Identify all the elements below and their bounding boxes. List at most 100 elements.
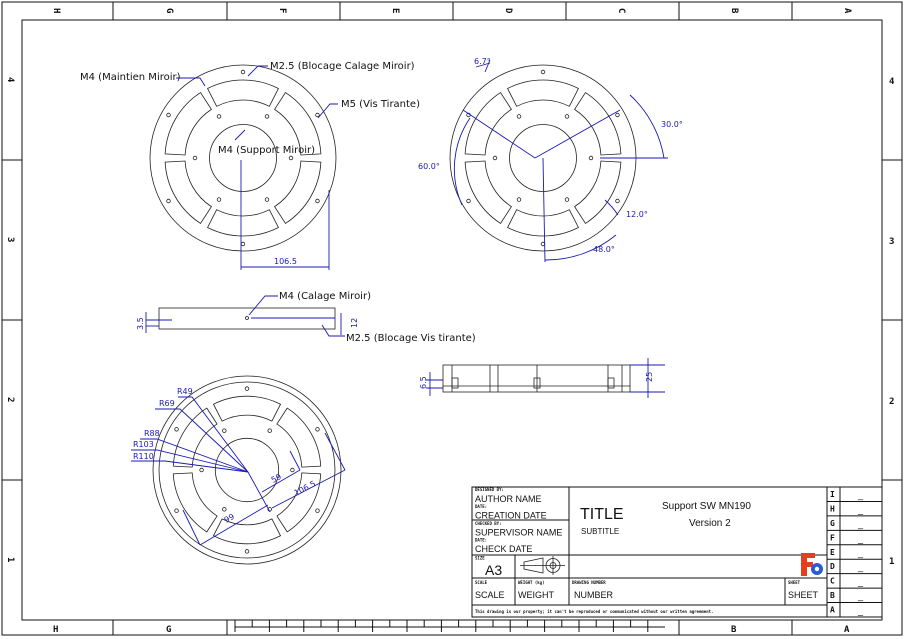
disclaimer: This drawing is our property; it can't b… [475,609,713,614]
radius-r88: R88 [144,429,160,438]
revision-value: _ [857,519,864,529]
slot [207,79,279,107]
radius-r110: R110 [133,452,154,461]
hole [315,508,320,513]
drawing-title: TITLE [580,506,624,523]
slot [212,395,282,422]
drawing-number: NUMBER [574,590,614,600]
top-right-annotations: 60.0° 30.0° 12.0° 48.0° 6.7° [418,57,683,263]
border-letter-top: E [390,8,400,13]
hole [264,114,270,119]
checked-by-label: CHECKED BY: [475,521,502,526]
hole [615,198,620,204]
slot [172,407,218,468]
slot [574,92,622,156]
hole [315,427,320,432]
date-label-2: DATE: [475,538,487,543]
creation-date: CREATION DATE [475,511,547,521]
revision-letter: B [830,591,835,600]
hole [290,467,295,473]
hole [199,467,204,473]
hole [240,69,246,75]
border-number-right: 1 [889,557,894,567]
hole [564,197,570,202]
size-value: A3 [485,562,502,578]
projection-symbol-icon [520,556,565,575]
revision-value: _ [857,490,864,500]
revision-value: _ [857,591,864,601]
hole [288,155,294,161]
dim-6-5: 6.5 [419,376,428,389]
angle-48: 48.0° [593,245,615,254]
supervisor-name: SUPERVISOR NAME [475,528,562,538]
border-letter-bottom: H [53,625,58,635]
revision-value: _ [857,606,864,616]
slot [507,209,579,237]
border-letter-top: F [277,8,287,13]
hole [588,155,594,161]
hole [516,114,522,119]
hole [222,428,227,433]
dim-99: 99 [223,512,236,525]
label-m2-5-blocage-vis: M2.5 (Blocage Vis tirante) [346,333,476,344]
slot [274,92,322,156]
title-block: DESIGNED BY: AUTHOR NAME DATE: CREATION … [471,486,883,618]
hole [216,114,222,119]
label-m5-vis-tirante: M5 (Vis Tirante) [341,99,420,110]
dim-25: 25 [645,372,654,382]
hole [174,427,179,432]
revision-value: _ [857,504,864,514]
scale-value: SCALE [475,590,505,600]
hole [267,428,272,433]
label-m4-support: M4 (Support Miroir) [218,145,315,156]
hole [244,549,250,554]
slot [276,472,322,533]
border-letter-top: D [503,8,513,14]
drawing-number-label: DRAWING NUMBER [572,580,606,585]
dim-59: 59 [270,472,283,485]
border-number-right: 2 [889,397,894,407]
bottom-view [152,375,342,565]
date-label: DATE: [475,504,487,509]
screw-section [451,377,459,389]
border-letter-bottom: A [844,625,850,635]
part-version: Version 2 [689,518,731,529]
border-letter-top: A [842,8,852,14]
revision-letter: A [830,606,835,615]
hole [216,197,222,202]
drawing-subtitle: SUBTITLE [581,527,619,536]
bottom-annotations: R49 R69 R88 R103 R110 59 106.5 99 [131,387,346,546]
hole [192,155,198,161]
hole [466,198,471,204]
author-name: AUTHOR NAME [475,494,542,504]
sheet-value: SHEET [788,590,819,600]
revision-letter: G [830,519,835,528]
revision-value: _ [857,548,864,558]
slot [507,79,579,107]
top-view-left [149,64,337,252]
hole [540,69,546,75]
slot [212,518,282,545]
top-left-annotations: M4 (Maintien Miroir) M2.5 (Blocage Calag… [80,61,420,270]
revision-letter: E [830,548,835,557]
label-m2-5-blocage-calage: M2.5 (Blocage Calage Miroir) [270,61,415,72]
label-m4-maintien: M4 (Maintien Miroir) [80,72,181,83]
weight-value: WEIGHT [518,590,554,600]
border-number-left: 3 [5,237,15,242]
freecad-logo-icon [801,553,823,576]
label-m4-calage: M4 (Calage Miroir) [279,291,371,302]
revision-letter: F [830,533,835,542]
check-date: CHECK DATE [475,544,532,554]
border-letter-bottom: B [731,625,737,635]
radius-r49: R49 [177,387,193,396]
part-name: Support SW MN190 [662,501,751,512]
hole [174,508,179,513]
border-letter-top: C [616,8,626,13]
slot [172,472,218,533]
scale-label: SCALE [475,580,488,585]
slot [464,92,512,156]
hole [492,155,498,161]
border-number-right: 4 [889,77,895,87]
